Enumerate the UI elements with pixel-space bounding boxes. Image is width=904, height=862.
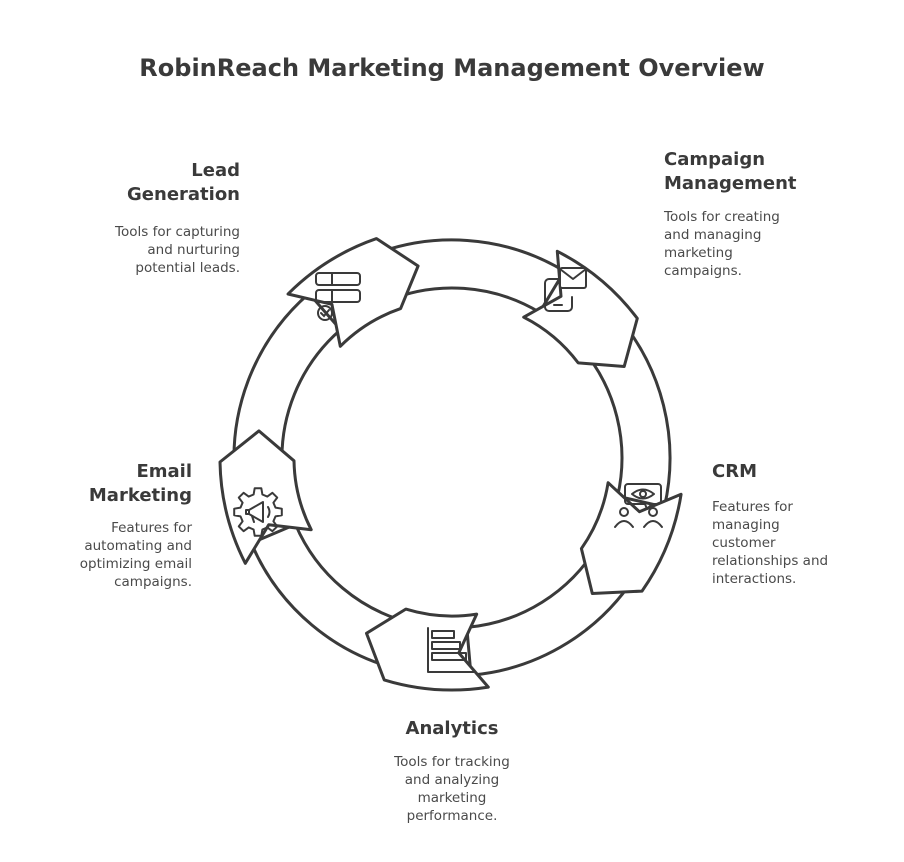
crm-title: CRM (712, 461, 757, 482)
crm-desc: Features for managing customer relations… (712, 499, 829, 587)
segment-lead (286, 237, 420, 348)
analytics-desc: Tools for tracking and analyzing marketi… (394, 754, 510, 824)
email-marketing-desc: Features for automating and optimizing e… (79, 520, 192, 590)
analytics-title: Analytics (405, 718, 499, 739)
email-marketing-title: Email Marketing (88, 461, 192, 506)
mobile-mail-icon (544, 267, 587, 312)
diagram-title: RobinReach Marketing Management Overview (139, 54, 765, 82)
cycle-ring (218, 237, 683, 692)
customer-eye-icon (614, 483, 663, 528)
campaign-management-desc: Tools for creating and managing marketin… (664, 209, 780, 279)
form-checklist-icon (315, 272, 361, 321)
lead-generation-title: Lead Generation (127, 160, 240, 205)
campaign-management-title: Campaign Management (664, 149, 797, 194)
gear-megaphone-icon (233, 487, 283, 537)
bar-chart-icon (427, 627, 475, 673)
lead-generation-desc: Tools for capturing and nurturing potent… (115, 224, 240, 276)
segment-campaign (522, 249, 639, 368)
cycle-icons (233, 267, 663, 673)
